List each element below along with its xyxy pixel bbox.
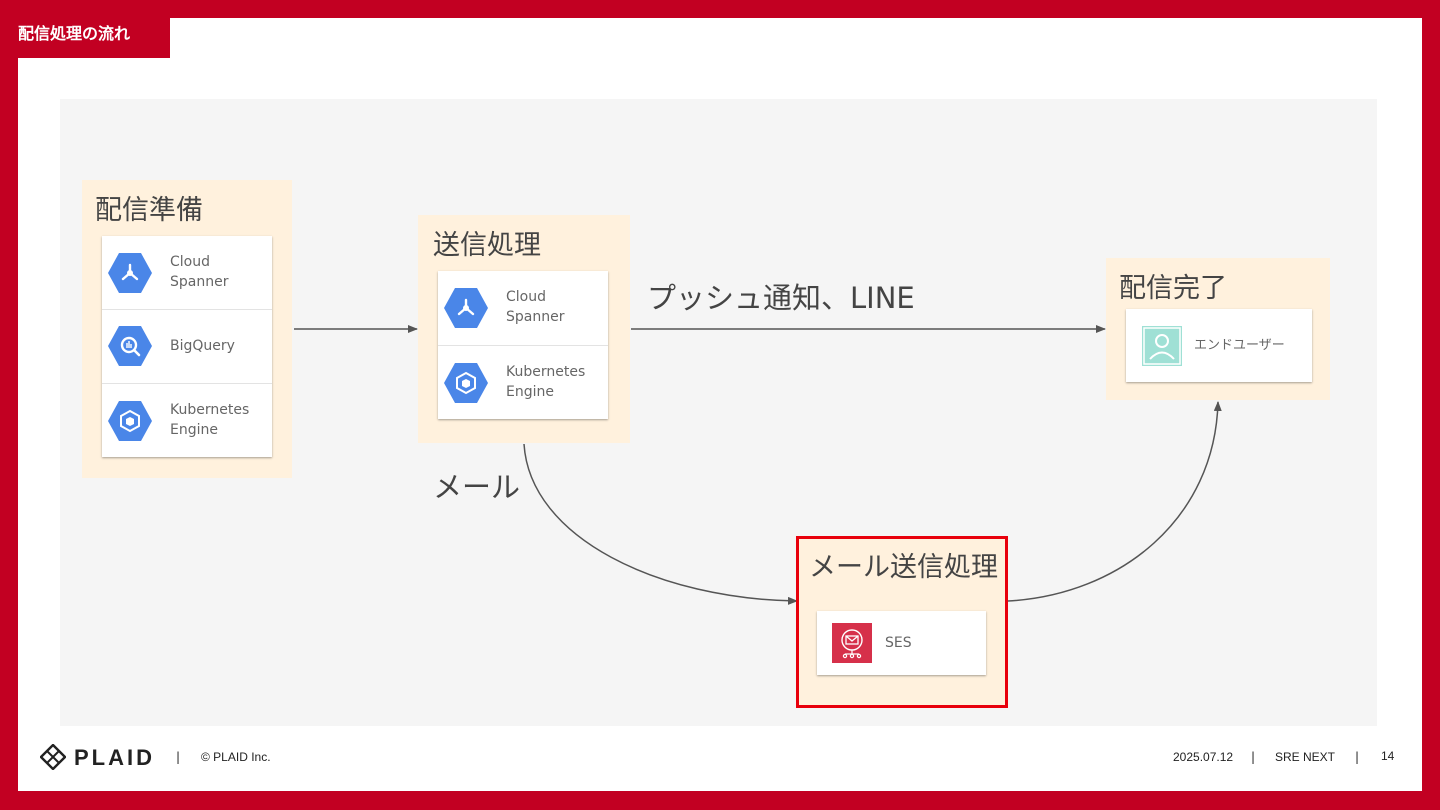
footer-event: SRE NEXT	[1275, 750, 1336, 764]
ses-icon	[832, 623, 872, 663]
node-label: Kubernetes Engine	[506, 364, 586, 400]
kubernetes-engine-icon	[108, 401, 152, 441]
plaid-logo-icon	[40, 744, 66, 770]
kubernetes-engine-icon	[444, 363, 488, 403]
edge-label-push: プッシュ通知、LINE	[647, 281, 915, 315]
node-label: BigQuery	[170, 338, 235, 354]
title-tab: 配信処理の流れ	[18, 18, 170, 58]
diagram-canvas: 配信準備 Cloud Spanner	[60, 99, 1377, 726]
footer-separator: |	[1355, 750, 1360, 764]
footer-date: 2025.07.12	[1173, 750, 1234, 764]
cloud-spanner-icon	[444, 288, 488, 328]
node-label: Cloud Spanner	[506, 289, 565, 325]
edge-send-to-mail	[523, 443, 798, 605]
node-cloud-spanner[interactable]: Cloud Spanner	[438, 271, 608, 345]
slide-title: 配信処理の流れ	[18, 24, 131, 43]
brand-logo-text: PLAID	[74, 745, 155, 770]
node-label: エンドユーザー	[1194, 338, 1285, 353]
edge-mail-to-done	[1007, 401, 1222, 602]
group-mail: メール送信処理 SES	[797, 537, 1006, 705]
group-done: 配信完了 エンドユーザー	[1106, 258, 1330, 400]
connectors	[294, 325, 1222, 605]
group-send: 送信処理 Cloud Spanner Kuber	[418, 215, 630, 443]
end-user-icon	[1142, 326, 1182, 366]
highlight-box	[796, 536, 1008, 708]
node-end-user[interactable]: エンドユーザー	[1126, 309, 1312, 382]
node-label: Kubernetes Engine	[170, 402, 250, 438]
footer-copyright: © PLAID Inc.	[201, 750, 271, 764]
group-prep: 配信準備 Cloud Spanner	[82, 180, 292, 478]
cloud-spanner-icon	[108, 253, 152, 293]
group-send-title: 送信処理	[433, 230, 541, 261]
node-bigquery[interactable]: BigQuery	[102, 309, 272, 383]
page-number: 14	[1381, 749, 1395, 763]
group-prep-title: 配信準備	[95, 195, 203, 226]
node-cloud-spanner[interactable]: Cloud Spanner	[102, 236, 272, 309]
node-kubernetes-engine[interactable]: Kubernetes Engine	[438, 345, 608, 420]
node-label: SES	[885, 635, 912, 651]
group-send-card: Cloud Spanner Kubernetes Engine	[438, 271, 608, 419]
slide: 配信処理の流れ 配信準備	[18, 18, 1422, 791]
group-mail-title: メール送信処理	[809, 552, 998, 583]
node-ses[interactable]: SES	[817, 611, 986, 675]
node-label: Cloud Spanner	[170, 254, 229, 290]
group-done-title: 配信完了	[1119, 273, 1227, 304]
footer-separator: |	[176, 750, 181, 764]
bigquery-icon	[108, 326, 152, 366]
footer-separator: |	[1251, 750, 1256, 764]
edge-label-mail: メール	[433, 470, 521, 504]
group-prep-card: Cloud Spanner BigQuery	[102, 236, 272, 457]
node-kubernetes-engine[interactable]: Kubernetes Engine	[102, 383, 272, 458]
